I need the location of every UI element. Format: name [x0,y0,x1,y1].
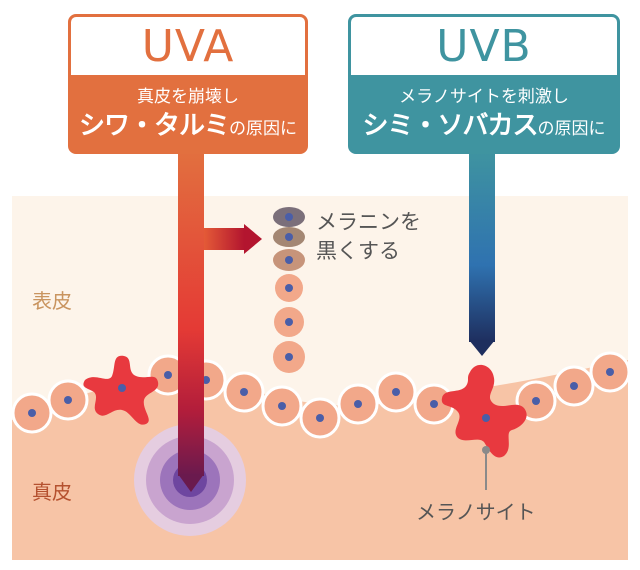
uvb-line2: シミ・ソバカスの原因に [351,109,617,146]
uva-title: UVA [71,17,305,75]
uvb-description: メラノサイトを刺激し シミ・ソバカスの原因に [351,75,617,151]
uvb-suffix: の原因に [537,119,606,139]
basal-nuclei [28,368,614,422]
uvb-title: UVB [351,17,617,75]
uva-line1: 真皮を崩壊し [137,87,239,107]
melanin-cells [273,207,305,373]
uva-line2: シワ・タルミの原因に [71,109,305,146]
uva-arrow [178,150,262,492]
uva-description: 真皮を崩壊し シワ・タルミの原因に [71,75,305,151]
uva-suffix: の原因に [229,119,297,139]
melanin-label-line1: メラニンを [316,210,421,234]
epidermis-label: 表皮 [32,289,72,313]
uvb-effect: シミ・ソバカス [362,111,538,141]
uva-effect: シワ・タルミ [78,111,230,141]
uva-card: UVA 真皮を崩壊し シワ・タルミの原因に [68,14,308,154]
uvb-line1: メラノサイトを刺激し [399,87,569,107]
melanocyte-label: メラノサイト [416,500,536,524]
uvb-card: UVB メラノサイトを刺激し シミ・ソバカスの原因に [348,14,620,154]
melanin-label-line2: 黒くする [316,239,400,263]
melanocyte-right [441,364,527,458]
dermis-label: 真皮 [32,480,72,504]
melanin-label: メラニンを 黒くする [316,208,421,266]
uvb-arrow [469,150,495,356]
